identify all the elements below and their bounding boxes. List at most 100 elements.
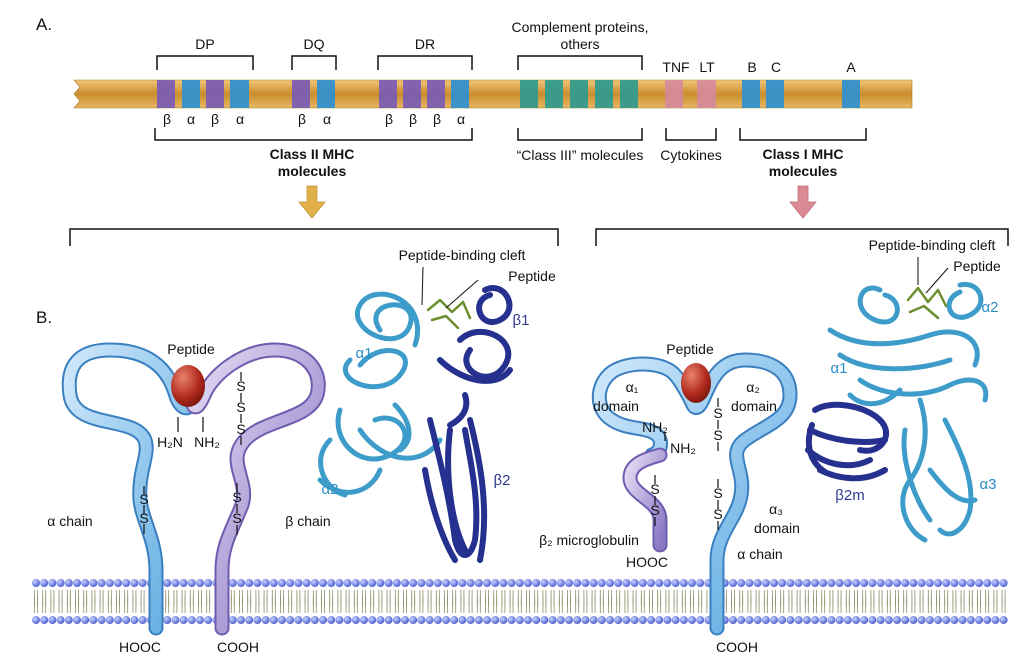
lipid-head (204, 579, 213, 587)
lipid-head (753, 579, 762, 587)
lipid-head (515, 579, 524, 587)
lipid-head (253, 616, 262, 624)
b-label: B (747, 59, 756, 75)
lipid-head (343, 579, 352, 587)
lipid-head (901, 616, 910, 624)
dp-sub-2: α (187, 111, 195, 127)
lipid-head (310, 579, 319, 587)
class-i-a1-label: α1 (830, 360, 847, 377)
lipid-head (286, 579, 295, 587)
class-i-b2m-label: β₂ microglobulin (539, 532, 639, 548)
class-i-ribbon-structure (805, 281, 989, 543)
lipid-head (597, 579, 606, 587)
class-i-alpha-chain-label: α chain (737, 546, 782, 562)
gene-band (620, 80, 638, 108)
gene-band (595, 80, 613, 108)
lipid-head (934, 579, 942, 587)
lipid-head (483, 616, 491, 624)
gene-band (842, 80, 860, 108)
lipid-head (507, 616, 516, 624)
lipid-head (392, 579, 401, 587)
lipid-head (327, 579, 336, 587)
class-i-cleft-peptide-label: Peptide (953, 258, 1001, 274)
lipid-head (614, 616, 623, 624)
lipid-head (228, 579, 237, 587)
lipid-head (852, 616, 860, 624)
lipid-head (64, 616, 73, 624)
lipid-head (105, 616, 114, 624)
lipid-head (745, 616, 754, 624)
lipid-head (122, 616, 131, 624)
lipid-head (975, 579, 983, 587)
lipid-head (32, 579, 40, 587)
gene-band (520, 80, 538, 108)
lipid-head (269, 579, 278, 587)
lipid-head (269, 616, 278, 624)
class-ii-hooc: HOOC (119, 639, 161, 655)
lipid-head (499, 579, 508, 587)
lipid-head (573, 616, 582, 624)
lipid-head (105, 579, 114, 587)
lipid-head (794, 579, 803, 587)
lipid-head (778, 616, 787, 624)
class-ii-a2-label: α2 (321, 481, 338, 498)
lipid-head (638, 616, 647, 624)
complement-label-line2: others (561, 36, 600, 52)
class-ii-peptide-pointer (445, 279, 479, 309)
gene-band (206, 80, 224, 108)
lipid-head (819, 616, 828, 624)
dp-sub-1: β (163, 111, 171, 127)
lipid-head (122, 579, 131, 587)
lipid-head (778, 579, 787, 587)
class-i-s2: S (713, 427, 722, 443)
lipid-head (868, 616, 877, 624)
cytokines-label: Cytokines (660, 147, 721, 163)
lipid-head (876, 579, 885, 587)
lipid-head (622, 579, 631, 587)
lipid-head (507, 579, 516, 587)
lipid-head (253, 579, 262, 587)
lipid-head (589, 579, 598, 587)
dq-sub-1: β (298, 111, 306, 127)
lipid-head (983, 616, 992, 624)
lipid-head (163, 579, 172, 587)
class-i-a2-label: α2 (981, 299, 998, 316)
gene-band (697, 80, 716, 108)
lipid-head (893, 616, 901, 624)
class-i-arrow (789, 185, 817, 219)
class-i-cooh: COOH (716, 639, 758, 655)
lipid-head (655, 616, 664, 624)
gene-band (317, 80, 335, 108)
dr-label: DR (415, 36, 435, 52)
lipid-head (630, 616, 639, 624)
lipid-head (729, 579, 737, 587)
lipid-head (811, 579, 819, 587)
lipid-head (761, 579, 770, 587)
lipid-head (614, 579, 623, 587)
lipid-head (524, 579, 532, 587)
lipid-head (581, 579, 590, 587)
lt-label: LT (699, 59, 715, 75)
class-i-binding-cleft-label: Peptide-binding cleft (869, 237, 996, 253)
class-i-alpha2-label: α₂ (746, 379, 760, 395)
dp-sub-4: α (236, 111, 244, 127)
gene-band (545, 80, 563, 108)
gene-band (766, 80, 784, 108)
lipid-head (228, 616, 237, 624)
class-ii-b1-label: β1 (513, 312, 530, 329)
gene-groups-below (154, 128, 867, 141)
lipid-head (360, 616, 368, 624)
lipid-head (56, 579, 65, 587)
lipid-head (606, 579, 614, 587)
lipid-head (966, 579, 975, 587)
lipid-head (474, 616, 483, 624)
lipid-head (237, 579, 245, 587)
lipid-head (40, 579, 49, 587)
lipid-head (622, 616, 631, 624)
class-i-label-line1: Class I MHC (763, 146, 844, 162)
dr-sub-2: β (409, 111, 417, 127)
class-ii-ribbon-structure (317, 285, 513, 563)
lipid-head (425, 616, 434, 624)
lipid-head (32, 616, 40, 624)
class-i-peptide-label: Peptide (666, 341, 714, 357)
